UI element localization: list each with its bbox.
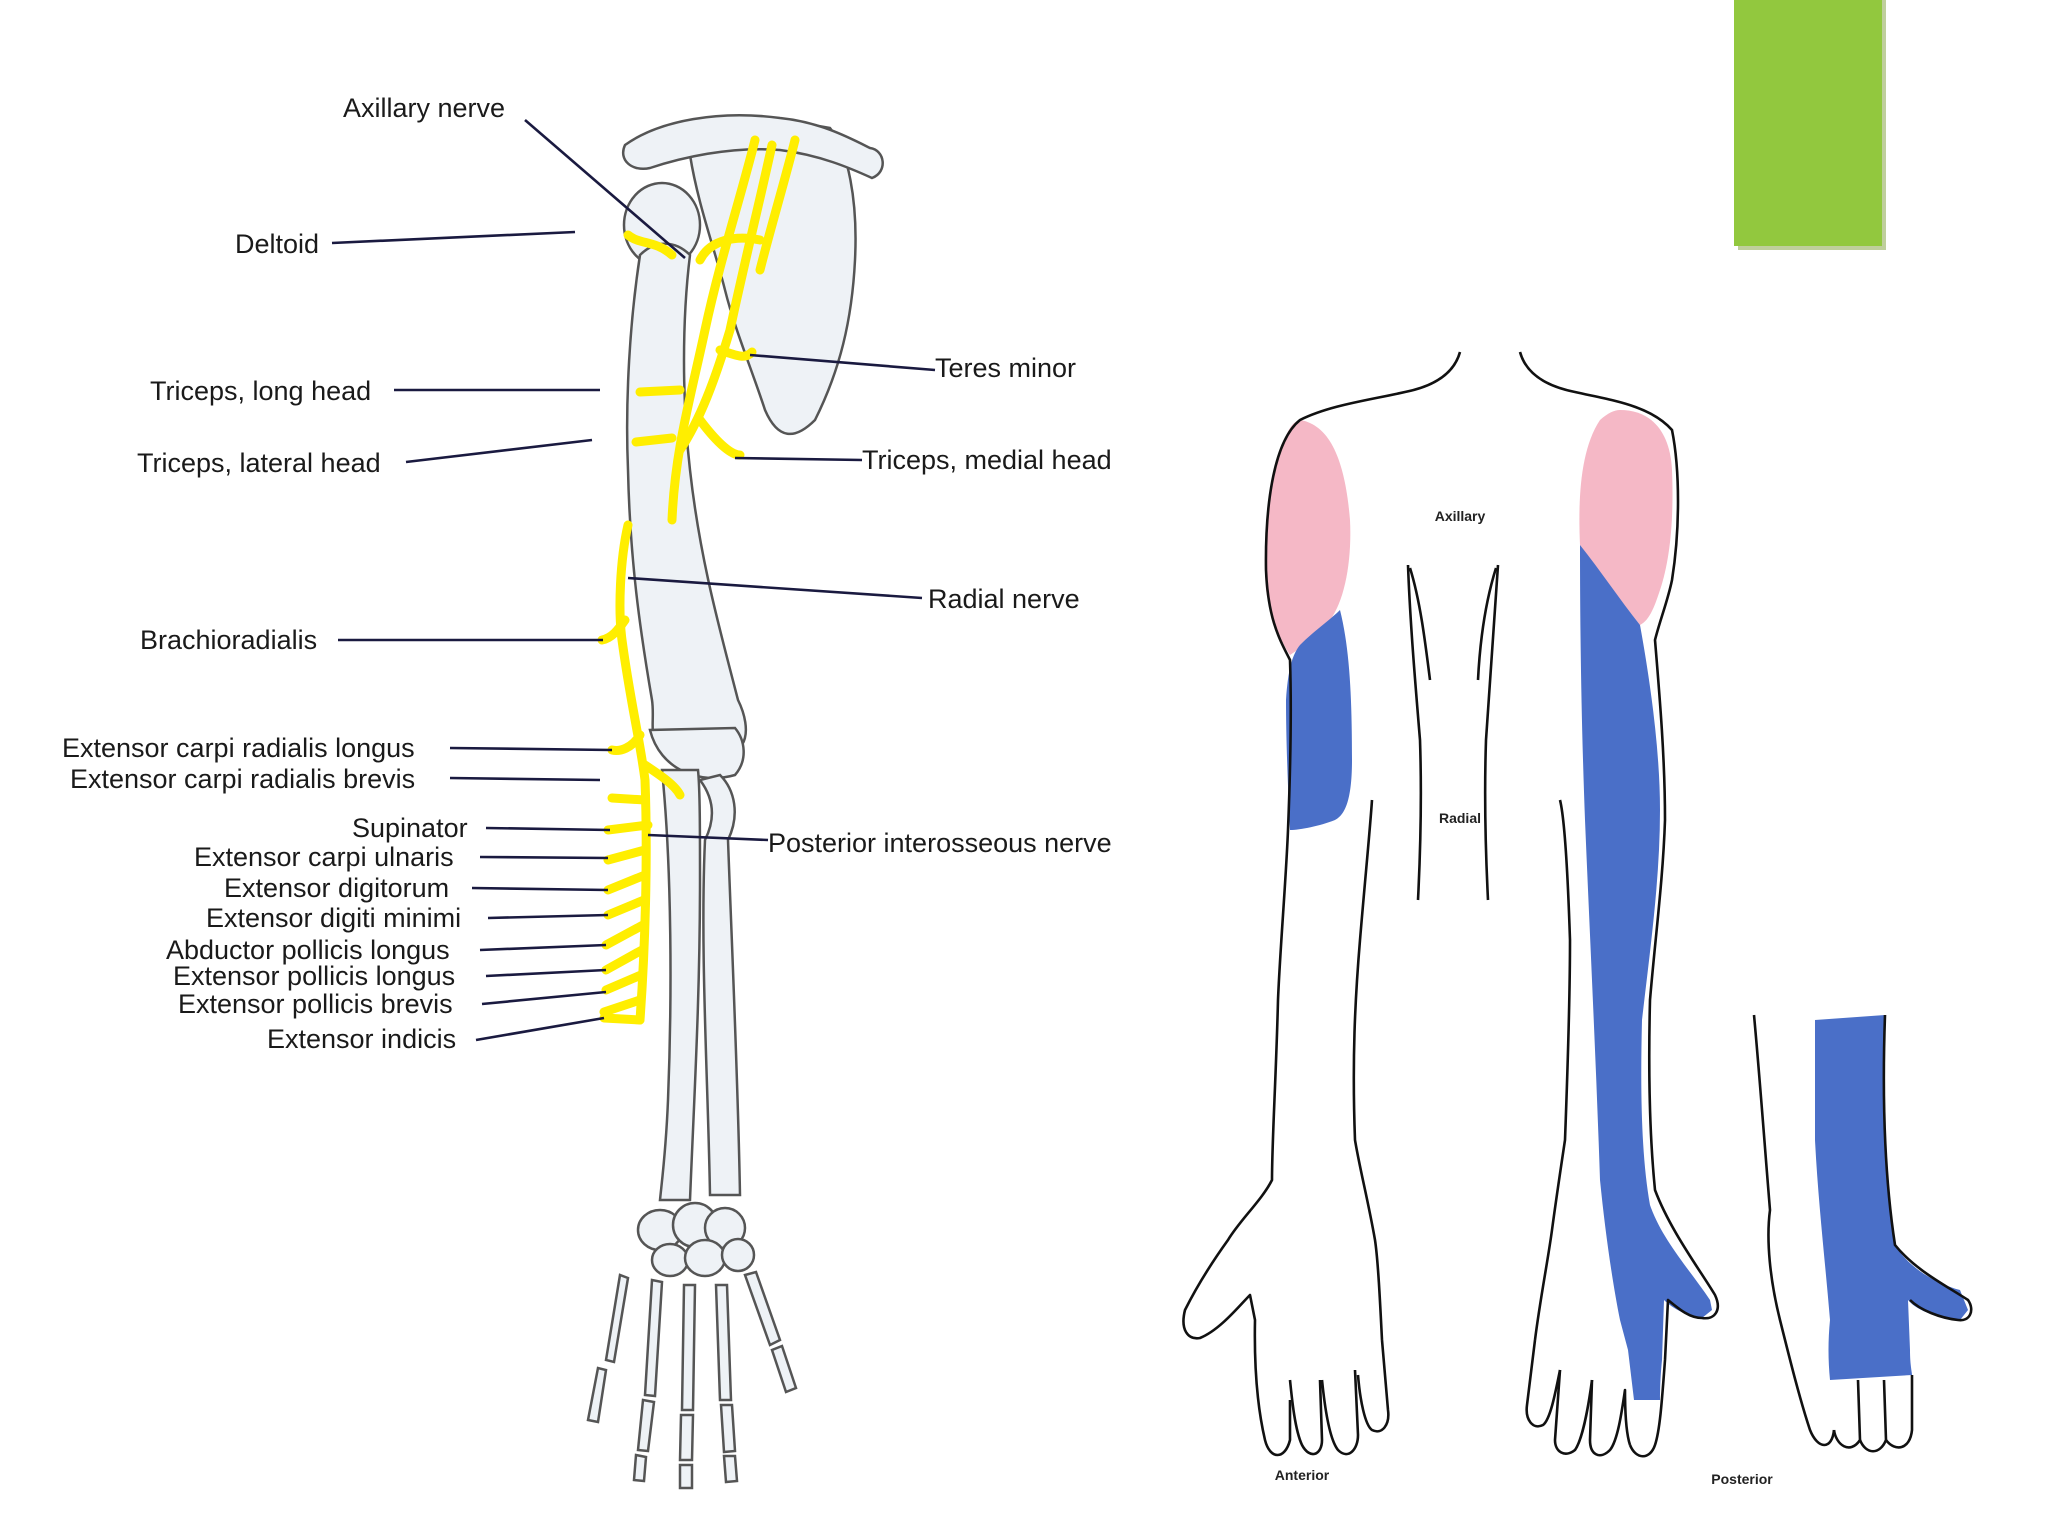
sensory-distribution-diagram: Axillary Radial Anterior Posterior: [1182, 351, 1973, 1487]
label-radial-nerve: Radial nerve: [928, 584, 1080, 614]
radial-zone-hand-detail: [1815, 1015, 1968, 1380]
accent-block-fill: [1734, 0, 1882, 246]
radius: [697, 773, 742, 1197]
hand-bones: [586, 1270, 798, 1490]
label-ecrl: Extensor carpi radialis longus: [62, 733, 415, 763]
label-anterior: Anterior: [1275, 1467, 1330, 1483]
radial-zone-anterior: [1286, 610, 1352, 830]
body-outline: [1182, 351, 1973, 1458]
nerve-labels: Axillary nerve Deltoid Teres minor Trice…: [62, 93, 1112, 1054]
label-deltoid: Deltoid: [235, 229, 319, 259]
scapula: [688, 121, 857, 436]
label-posterior-interosseous-nerve: Posterior interosseous nerve: [768, 828, 1112, 858]
radial-zone-posterior: [1580, 545, 1712, 1400]
label-epb: Extensor pollicis brevis: [178, 989, 453, 1019]
nerve-paths: [597, 135, 800, 1025]
label-triceps-lateral-head: Triceps, lateral head: [137, 448, 381, 478]
label-epl: Extensor pollicis longus: [173, 961, 455, 991]
label-extensor-indicis: Extensor indicis: [267, 1024, 456, 1054]
label-ecrb: Extensor carpi radialis brevis: [70, 764, 415, 794]
label-ecu: Extensor carpi ulnaris: [194, 842, 454, 872]
label-axillary: Axillary: [1435, 508, 1486, 524]
label-triceps-medial-head: Triceps, medial head: [862, 445, 1112, 475]
label-supinator: Supinator: [352, 813, 468, 843]
label-extensor-digiti-minimi: Extensor digiti minimi: [206, 903, 461, 933]
axillary-zone-anterior: [1264, 420, 1351, 655]
radial-nerve-diagram: Axillary nerve Deltoid Teres minor Trice…: [62, 93, 1112, 1490]
elbow: [648, 726, 745, 780]
leader-lines: [331, 119, 936, 1042]
label-brachioradialis: Brachioradialis: [140, 625, 317, 655]
ulna: [658, 768, 702, 1202]
accent-block: [1734, 0, 1886, 250]
label-radial: Radial: [1439, 810, 1481, 826]
label-posterior: Posterior: [1711, 1471, 1773, 1487]
label-apl: Abductor pollicis longus: [166, 935, 450, 965]
label-extensor-digitorum: Extensor digitorum: [224, 873, 449, 903]
axillary-zone-posterior: [1579, 410, 1673, 625]
carpal-bones: [636, 1201, 756, 1278]
label-teres-minor: Teres minor: [935, 353, 1076, 383]
label-axillary-nerve: Axillary nerve: [343, 93, 505, 123]
label-triceps-long-head: Triceps, long head: [150, 376, 371, 406]
